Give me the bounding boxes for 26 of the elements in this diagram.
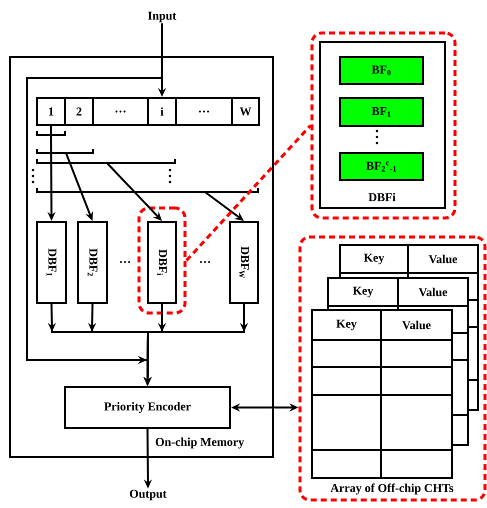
- register-cell: …: [92, 97, 149, 126]
- register-cell: W: [231, 97, 260, 126]
- column-header: Value: [418, 288, 448, 296]
- connector-line: [185, 124, 312, 262]
- ellipsis: …: [198, 260, 212, 264]
- register-cell: 2: [64, 97, 94, 126]
- column-header: Key: [364, 254, 384, 264]
- highlight-outline: [138, 206, 186, 314]
- filter-box: DBF$_{1}$: [36, 221, 67, 304]
- ellipsis: …: [118, 260, 132, 264]
- filter-box: DBF$_{2}$: [77, 221, 108, 304]
- encoder-box: Priority Encoder: [64, 386, 231, 429]
- output-label: Output: [130, 490, 167, 500]
- column-header: Value: [402, 320, 431, 330]
- bloom-filter-box: BF$_{0}$: [339, 56, 424, 85]
- filter-box: DBF$_{i}$: [147, 221, 177, 304]
- column-header: Key: [336, 320, 357, 330]
- column-header: Key: [352, 286, 374, 298]
- bloom-filter-box: BF$_{1}$: [339, 97, 424, 127]
- zoom-outline: [310, 32, 456, 220]
- filter-box: DBF$_{W}$: [229, 221, 259, 304]
- register-cell: i: [147, 97, 177, 126]
- input-label: Input: [148, 12, 176, 22]
- column-header: Value: [428, 254, 458, 264]
- register-cell: 1: [36, 97, 66, 126]
- bloom-filter-box: BF$_{2}$c-1: [339, 152, 424, 181]
